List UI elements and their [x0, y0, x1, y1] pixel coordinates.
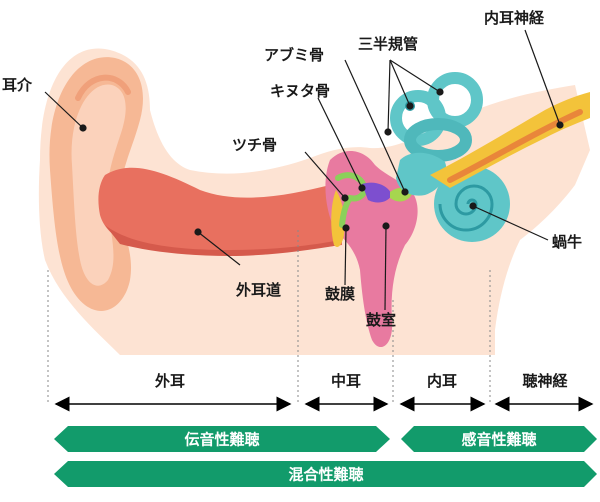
section-inner-ear: 内耳	[427, 372, 457, 390]
section-separators	[47, 230, 491, 405]
label-stapes: アブミ骨	[264, 46, 324, 64]
pinna-helix	[75, 74, 131, 101]
label-semicircular-canals: 三半規管	[358, 35, 418, 53]
ear-canal-shape	[98, 167, 342, 255]
band-conductive-label: 伝音性難聴	[184, 431, 259, 449]
section-auditory-nerve: 聴神経	[522, 372, 568, 390]
pinna-inner	[71, 84, 126, 286]
label-malleus: ツチ骨	[232, 136, 277, 154]
leader-lines	[44, 29, 564, 311]
section-outer-ear: 外耳	[154, 372, 185, 390]
malleus-shape	[335, 172, 368, 228]
section-middle-ear: 中耳	[331, 372, 361, 390]
band-mixed-label: 混合性難聴	[288, 466, 363, 484]
label-eardrum: 鼓膜	[325, 285, 355, 303]
inner-ear-nerve-core	[447, 109, 583, 183]
label-tympanic-cavity: 鼓室	[366, 311, 396, 329]
ear-canal-shadow	[105, 225, 340, 256]
label-ear-canal: 外耳道	[235, 281, 281, 299]
label-inner-ear-nerve: 内耳神経	[484, 9, 545, 27]
band-mixed	[54, 461, 597, 487]
inner-ear-nerve-shape	[430, 92, 590, 188]
semicircular-canals-shape	[390, 72, 483, 162]
band-conductive	[54, 426, 390, 452]
label-cochlea: 蝸牛	[552, 233, 582, 251]
eardrum-shape	[331, 190, 345, 247]
band-sensorineural	[401, 426, 597, 452]
label-incus: キヌタ骨	[270, 82, 330, 100]
label-pinna: 耳介	[2, 76, 33, 94]
incus-shape	[362, 182, 392, 203]
vestibule-shape	[396, 152, 447, 196]
band-sensorineural-label: 感音性難聴	[461, 431, 536, 449]
